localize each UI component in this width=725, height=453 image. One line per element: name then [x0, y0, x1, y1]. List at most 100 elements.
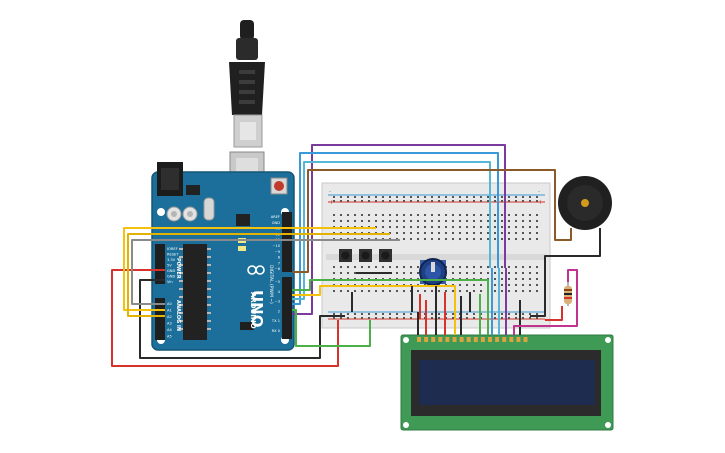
- wire-green-d2: [292, 309, 371, 347]
- breadboard-hole: [333, 290, 335, 292]
- breadboard-hole: [368, 220, 370, 222]
- breadboard-hole: [459, 272, 461, 274]
- breadboard-hole: [508, 278, 510, 280]
- push-button-2[interactable]: [359, 249, 372, 262]
- breadboard-hole: [501, 196, 503, 198]
- pin-label: RX 0: [272, 329, 281, 333]
- breadboard-hole: [473, 284, 475, 286]
- wires: [111, 144, 601, 367]
- breadboard-hole: [466, 200, 468, 202]
- atmega-chip: [183, 244, 207, 340]
- breadboard-hole: [494, 196, 496, 198]
- breadboard-hole: [529, 200, 531, 202]
- breadboard-hole: [494, 284, 496, 286]
- arduino-brand-label: ARDUINO: [249, 292, 257, 329]
- breadboard-hole: [466, 232, 468, 234]
- breadboard-hole: [396, 196, 398, 198]
- breadboard-hole: [375, 290, 377, 292]
- breadboard-hole: [452, 214, 454, 216]
- breadboard-hole: [494, 278, 496, 280]
- breadboard-hole: [417, 266, 419, 268]
- breadboard-hole: [354, 266, 356, 268]
- breadboard-hole: [459, 284, 461, 286]
- breadboard-hole: [417, 214, 419, 216]
- breadboard-hole: [424, 214, 426, 216]
- breadboard-hole: [501, 266, 503, 268]
- breadboard-hole: [529, 317, 531, 319]
- breadboard-hole: [501, 214, 503, 216]
- breadboard-hole: [494, 313, 496, 315]
- lcd-16x2: [400, 334, 614, 431]
- breadboard-hole: [340, 200, 342, 202]
- breadboard-hole: [396, 214, 398, 216]
- breadboard-hole: [438, 226, 440, 228]
- breadboard-hole: [508, 196, 510, 198]
- breadboard-hole: [522, 272, 524, 274]
- breadboard-hole: [480, 196, 482, 198]
- breadboard-hole: [375, 200, 377, 202]
- breadboard-hole: [389, 200, 391, 202]
- breadboard-hole: [466, 317, 468, 319]
- breadboard-hole: [508, 200, 510, 202]
- breadboard-hole: [347, 317, 349, 319]
- breadboard-hole: [529, 313, 531, 315]
- push-button-1[interactable]: [339, 249, 352, 262]
- breadboard-hole: [459, 226, 461, 228]
- breadboard-hole: [515, 266, 517, 268]
- breadboard-hole: [487, 214, 489, 216]
- pin-label: RESET: [167, 253, 179, 257]
- breadboard-hole: [529, 238, 531, 240]
- breadboard-hole: [438, 232, 440, 234]
- breadboard-hole: [354, 272, 356, 274]
- breadboard-hole: [382, 220, 384, 222]
- pin-label: ~6: [275, 267, 281, 271]
- breadboard-hole: [354, 196, 356, 198]
- breadboard-hole: [452, 232, 454, 234]
- svg-text:-: -: [538, 188, 540, 195]
- breadboard-hole: [473, 200, 475, 202]
- breadboard-hole: [354, 317, 356, 319]
- breadboard-hole: [340, 290, 342, 292]
- wire-red-5v: [111, 269, 339, 367]
- breadboard-hole: [501, 284, 503, 286]
- push-button-3[interactable]: [379, 249, 392, 262]
- breadboard-hole: [508, 317, 510, 319]
- breadboard-hole: [536, 200, 538, 202]
- breadboard-hole: [403, 232, 405, 234]
- breadboard-hole: [410, 313, 412, 315]
- breadboard-hole: [522, 317, 524, 319]
- breadboard-hole: [522, 232, 524, 234]
- breadboard-hole: [480, 290, 482, 292]
- pin-label: ~5: [275, 280, 280, 284]
- breadboard-hole: [494, 220, 496, 222]
- breadboard-hole: [417, 290, 419, 292]
- breadboard-hole: [522, 266, 524, 268]
- breadboard-hole: [417, 196, 419, 198]
- breadboard-hole: [375, 196, 377, 198]
- breadboard-hole: [361, 290, 363, 292]
- breadboard-hole: [480, 220, 482, 222]
- breadboard-hole: [389, 214, 391, 216]
- breadboard-hole: [347, 214, 349, 216]
- breadboard-hole: [382, 196, 384, 198]
- breadboard-hole: [424, 238, 426, 240]
- pin-label: GND: [272, 221, 280, 225]
- digital-header-low: [282, 277, 292, 339]
- breadboard-hole: [403, 317, 405, 319]
- breadboard-hole: [410, 196, 412, 198]
- potentiometer[interactable]: [419, 258, 447, 286]
- breadboard-hole: [501, 220, 503, 222]
- wire-purple-top: [292, 144, 506, 315]
- breadboard-hole: [347, 272, 349, 274]
- breadboard-hole: [487, 238, 489, 240]
- breadboard-hole: [508, 238, 510, 240]
- lcd-pin: [424, 337, 429, 342]
- lcd-pin: [523, 337, 528, 342]
- breadboard-hole: [480, 214, 482, 216]
- breadboard-hole: [452, 238, 454, 240]
- lcd-pin: [452, 337, 457, 342]
- breadboard-hole: [494, 238, 496, 240]
- breadboard-hole: [480, 226, 482, 228]
- lcd-pin: [466, 337, 471, 342]
- piezo-buzzer: [558, 176, 612, 230]
